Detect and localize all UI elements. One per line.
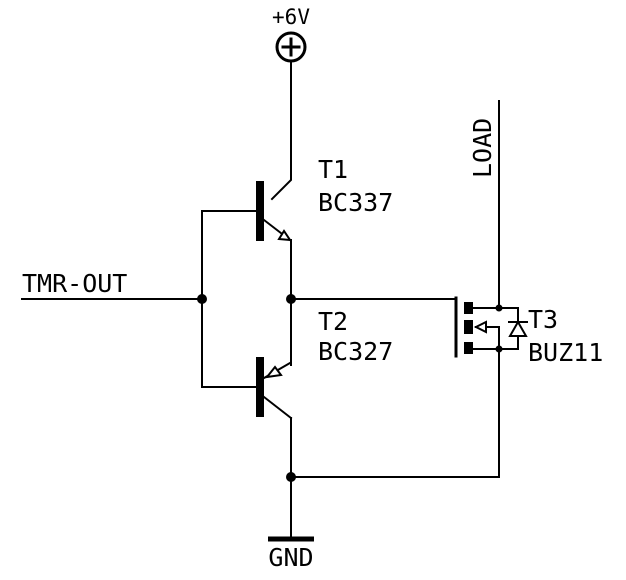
load-label: LOAD [468, 118, 497, 178]
t2-ref-label: T2 [318, 307, 348, 336]
wire-supply-to-t1-collector [270, 60, 292, 201]
wire-base-drive [201, 210, 257, 388]
junction-dot-emitters [286, 294, 296, 304]
junction-dot-input [197, 294, 207, 304]
t3-channel-source [464, 342, 473, 354]
junction-dot-source [495, 345, 503, 353]
mosfet-t3 [454, 296, 528, 358]
junction-dot-drain [495, 304, 503, 312]
supply-terminal [275, 31, 307, 63]
t2-base-bar [256, 357, 264, 417]
t1-ref-label: T1 [318, 155, 348, 184]
t1-base-bar [256, 181, 264, 241]
t3-body-diode-icon [508, 319, 528, 337]
t2-collector-lead [262, 395, 293, 420]
supply-label: +6V [272, 5, 310, 29]
t3-channel-mid [464, 320, 473, 334]
t2-emitter-arrow-icon [264, 365, 283, 379]
t3-ref-label: T3 [528, 305, 558, 334]
ground-label: GND [268, 543, 313, 572]
t2-part-label: BC327 [318, 337, 393, 366]
transistor-t2 [256, 357, 293, 420]
t3-channel-drain [464, 302, 473, 314]
t1-part-label: BC337 [318, 188, 393, 217]
t3-body-arrow-icon [473, 320, 487, 334]
t3-part-label: BUZ11 [528, 338, 603, 367]
junction-dot-ground [286, 472, 296, 482]
wire-source-return [290, 349, 500, 478]
input-label: TMR-OUT [22, 269, 127, 298]
t1-emitter-arrow-icon [277, 229, 292, 242]
transistor-t1 [256, 181, 292, 242]
